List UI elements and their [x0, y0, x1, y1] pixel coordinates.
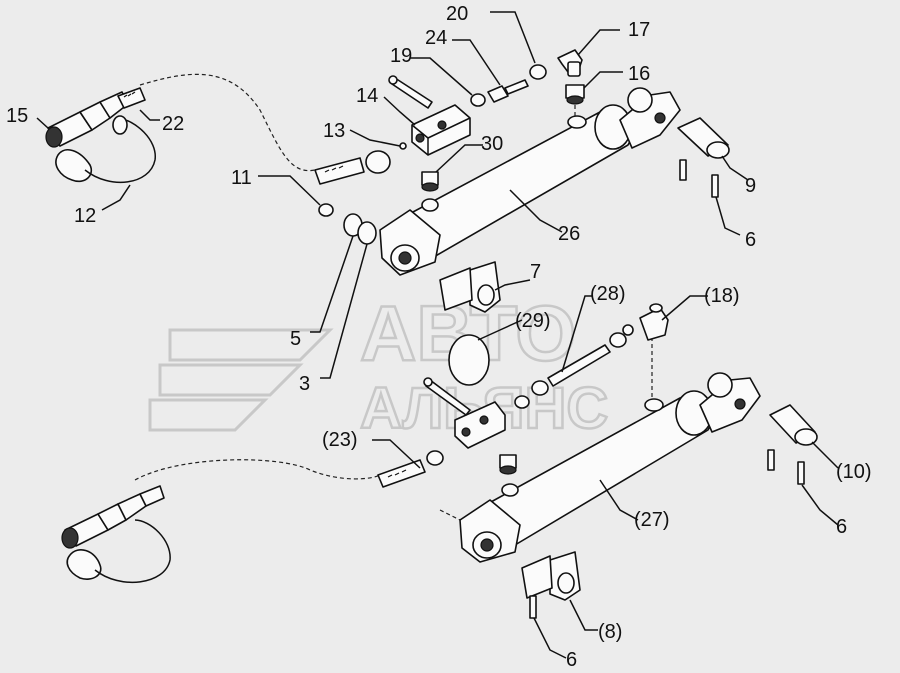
- split-pin-upper-b: [711, 174, 719, 198]
- hose-end-upper: [314, 150, 391, 185]
- callout-5: 5: [290, 328, 301, 350]
- callout-28: (28): [590, 283, 626, 305]
- split-pin-8: [529, 595, 537, 619]
- bracket-7: [439, 261, 501, 313]
- valve-lower: [423, 377, 506, 449]
- callout-7: 7: [530, 261, 541, 283]
- split-pin-lower-a: [767, 449, 775, 471]
- nut-28: [609, 332, 627, 348]
- ring-13: [399, 142, 407, 150]
- fitting-22: [117, 87, 146, 109]
- callout-30: 30: [481, 133, 503, 155]
- fitting-16: [565, 84, 585, 105]
- callout-20: 20: [446, 3, 468, 25]
- lower-hose-line: [134, 459, 381, 481]
- callout-17: 17: [628, 19, 650, 41]
- o-ring-29: [448, 334, 490, 386]
- callout-10: (10): [836, 461, 872, 483]
- callout-19: 19: [390, 45, 412, 67]
- hose-28: [547, 344, 611, 387]
- callout-6-bottom: 6: [566, 649, 577, 671]
- callout-labels: 15 22 12 14 13 19 24 20 17 16 30 11 9 6 …: [6, 3, 872, 671]
- callout-23: (23): [322, 429, 358, 451]
- nut-23: [426, 450, 444, 466]
- callout-29: (29): [515, 310, 551, 332]
- bracket-8: [521, 551, 581, 601]
- valve-14: [388, 75, 471, 156]
- hydraulic-cylinder-27: [459, 372, 761, 563]
- nut-28b: [531, 380, 549, 396]
- tee-18: [639, 303, 669, 341]
- elbow-17: [557, 49, 583, 77]
- callout-15: 15: [6, 105, 28, 127]
- callout-16: 16: [628, 63, 650, 85]
- callout-24: 24: [425, 27, 447, 49]
- pin-10: [769, 404, 818, 446]
- fitting-30: [421, 171, 439, 192]
- callout-8: (8): [598, 621, 622, 643]
- adapter-24: [487, 85, 509, 103]
- dust-cap-12: [55, 115, 156, 184]
- hydraulic-cylinder-26: [379, 87, 681, 276]
- callout-18: (18): [704, 285, 740, 307]
- quick-coupler-15: [45, 91, 129, 148]
- callout-13: 13: [323, 120, 345, 142]
- dust-cap-lower: [66, 519, 171, 583]
- callout-27: (27): [634, 509, 670, 531]
- nut-18: [622, 324, 634, 336]
- callout-11: 11: [231, 167, 252, 189]
- nut-19: [470, 93, 486, 107]
- quick-coupler-lower: [61, 485, 165, 549]
- o-ring-3: [357, 221, 377, 245]
- callout-6-upper: 6: [745, 229, 756, 251]
- callout-9: 9: [745, 175, 756, 197]
- pin-9: [677, 117, 730, 159]
- nut-20: [529, 64, 547, 80]
- split-pin-lower-b: [797, 461, 805, 485]
- callout-26: 26: [558, 223, 580, 245]
- callout-22: 22: [162, 113, 184, 135]
- callout-12: 12: [74, 205, 96, 227]
- split-pin-upper-a: [679, 159, 687, 181]
- fitting-11: [318, 203, 334, 217]
- nut-lower-valve: [514, 395, 530, 409]
- watermark-logo: АВТО АЛЬЯНС: [148, 288, 609, 442]
- callout-6-right: 6: [836, 516, 847, 538]
- fitting-27-port: [499, 454, 517, 475]
- callout-14: 14: [356, 85, 378, 107]
- lower-left-axis: [439, 509, 471, 526]
- leader-lines: [36, 11, 839, 659]
- callout-3: 3: [299, 373, 310, 395]
- hose-end-23: [377, 459, 426, 488]
- tube-24: [504, 79, 529, 95]
- upper-hose-line: [139, 73, 316, 172]
